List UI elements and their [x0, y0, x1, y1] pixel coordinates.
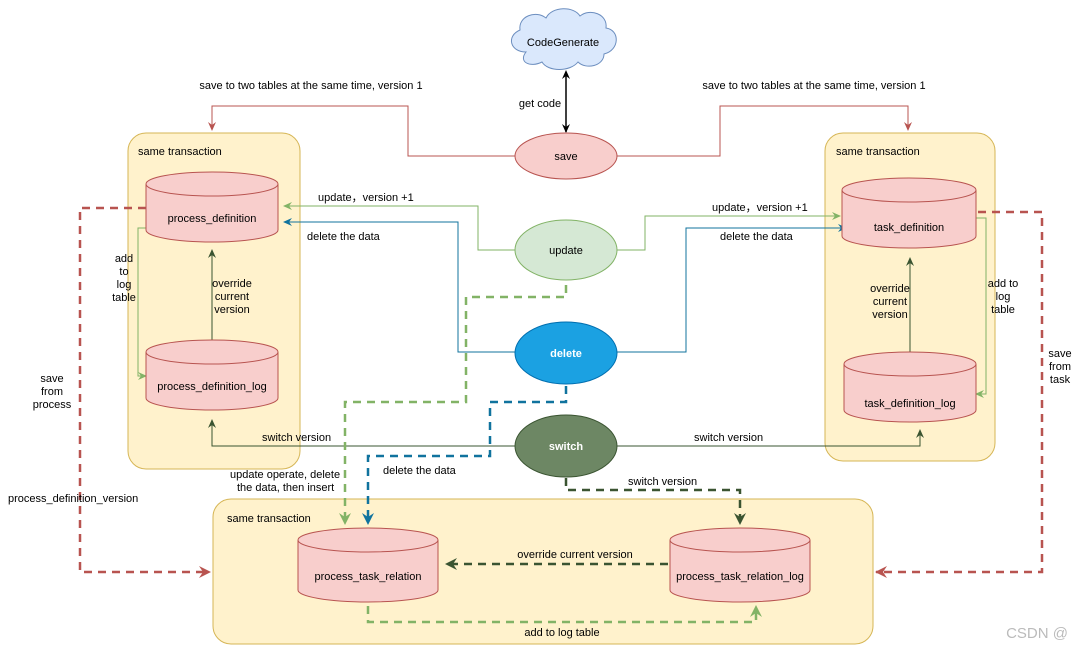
save-to-right-connector — [614, 105, 912, 157]
switch-to-task-definition-log — [614, 429, 924, 447]
left-add-to-log-arrow — [137, 227, 147, 380]
get-code-label: get code — [519, 98, 561, 110]
update-node[interactable]: update — [514, 219, 618, 281]
save-to-left-connector — [208, 105, 516, 157]
left-add-to-log-label-2: to — [119, 266, 128, 278]
task-definition-log-table[interactable]: task_definition_log — [843, 351, 977, 423]
left-override-label-1: override — [212, 278, 252, 290]
delete-label: delete — [550, 348, 582, 360]
codegenerate-label: CodeGenerate — [527, 37, 599, 49]
save-label: save — [554, 151, 577, 163]
delete-to-process-definition — [283, 218, 516, 353]
add-to-log-bottom-dashed — [366, 605, 762, 624]
right-add-to-log-label-1: add to — [988, 278, 1019, 290]
right-add-to-log-arrow — [975, 217, 987, 398]
save-from-process-label-3: process — [33, 399, 72, 411]
update-label: update — [549, 245, 583, 257]
process-task-relation-log-table[interactable]: process_task_relation_log — [669, 527, 811, 603]
add-to-log-bottom-label: add to log table — [524, 627, 599, 639]
switch-label: switch — [549, 441, 584, 453]
left-add-to-log-label-3: log — [117, 279, 132, 291]
process-definition-version-label: process_definition_version — [8, 493, 138, 505]
codegenerate-cloud[interactable]: CodeGenerate — [511, 8, 617, 70]
save-from-process-label-1: save — [40, 373, 63, 385]
save-from-task-label-2: from — [1049, 361, 1071, 373]
task-definition-table[interactable]: task_definition — [841, 177, 977, 249]
process-definition-table[interactable]: process_definition — [145, 171, 279, 243]
save-from-task-label-3: task — [1050, 374, 1071, 386]
group-left-label: same transaction — [138, 146, 222, 158]
delete-node[interactable]: delete — [514, 321, 618, 385]
save-from-task-label-1: save — [1048, 348, 1071, 360]
switch-left-label: switch version — [262, 432, 331, 444]
switch-to-process-definition-log — [208, 419, 516, 447]
delete-to-relation-dashed — [362, 386, 568, 525]
save-from-process-dashed — [78, 206, 211, 578]
switch-to-relation-log-dashed — [564, 478, 746, 525]
delete-to-task-definition — [614, 224, 847, 353]
update-to-process-definition — [283, 202, 516, 251]
left-add-to-log-label-1: add — [115, 253, 133, 265]
delete-bottom-label: delete the data — [383, 465, 457, 477]
save-left-label: save to two tables at the same time, ver… — [199, 80, 422, 92]
switch-bottom-label: switch version — [628, 476, 697, 488]
process-task-relation-table[interactable]: process_task_relation — [297, 527, 439, 603]
left-add-to-log-label-4: table — [112, 292, 136, 304]
save-from-process-label-2: from — [41, 386, 63, 398]
watermark: CSDN @ — [1006, 625, 1068, 642]
right-override-label-1: override — [870, 283, 910, 295]
switch-right-label: switch version — [694, 432, 763, 444]
right-add-to-log-label-3: table — [991, 304, 1015, 316]
process-definition-label: process_definition — [168, 213, 257, 225]
left-override-label-3: version — [214, 304, 249, 316]
update-to-relation-dashed — [339, 285, 568, 525]
update-operate-label-2: the data, then insert — [237, 482, 334, 494]
group-right-label: same transaction — [836, 146, 920, 158]
left-override-label-2: current — [215, 291, 249, 303]
switch-node[interactable]: switch — [514, 414, 618, 478]
task-definition-label: task_definition — [874, 222, 944, 234]
process-definition-log-table[interactable]: process_definition_log — [145, 339, 279, 411]
right-override-label-2: current — [873, 296, 907, 308]
delete-right-label: delete the data — [720, 231, 794, 243]
process-definition-log-label: process_definition_log — [157, 381, 266, 393]
right-add-to-log-label-2: log — [996, 291, 1011, 303]
override-bottom-label: override current version — [517, 549, 633, 561]
update-right-label: update，version +1 — [712, 202, 808, 214]
save-from-task-dashed — [875, 210, 1044, 578]
update-left-label: update，version +1 — [318, 192, 414, 204]
save-right-label: save to two tables at the same time, ver… — [702, 80, 925, 92]
group-bottom-label: same transaction — [227, 513, 311, 525]
save-node[interactable]: save — [514, 132, 618, 180]
right-override-label-3: version — [872, 309, 907, 321]
update-operate-label-1: update operate, delete — [230, 469, 340, 481]
update-to-task-definition — [614, 212, 841, 251]
process-task-relation-label: process_task_relation — [314, 571, 421, 583]
delete-left-label: delete the data — [307, 231, 381, 243]
process-task-relation-log-label: process_task_relation_log — [676, 571, 804, 583]
task-definition-log-label: task_definition_log — [864, 398, 955, 410]
